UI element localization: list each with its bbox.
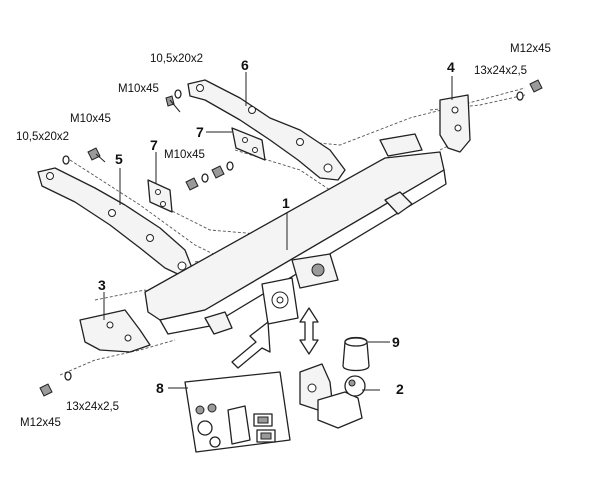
callout-1: 1: [282, 195, 290, 211]
spec-washer-left: 10,5x20x2: [16, 131, 69, 143]
spec-bolt-top: M10x45: [118, 83, 159, 95]
leader-lines: [103, 72, 453, 391]
callout-7b: 7: [196, 124, 204, 140]
washer-top: [174, 89, 182, 99]
side-bracket-3: [79, 309, 151, 353]
ball-cap-9: [342, 336, 370, 372]
mounting-plate-7b: [147, 179, 173, 213]
callout-3: 3: [98, 277, 106, 293]
bolt-m12-bottom: [39, 371, 72, 397]
bolt-m12-right: [516, 79, 543, 101]
tow-ball-2: [299, 363, 366, 429]
callout-5: 5: [115, 151, 123, 167]
electric-kit-8: [184, 371, 291, 453]
spec-washer-right: 13x24x2,5: [474, 65, 527, 77]
callout-2: 2: [396, 381, 404, 397]
spec-bolt-mid: M10x45: [164, 149, 205, 161]
callout-9: 9: [392, 334, 400, 350]
bracket-arm-6: [187, 79, 346, 181]
bolt-m10-left: [87, 147, 106, 163]
callout-8: 8: [156, 380, 164, 396]
spec-washer-top: 10,5x20x2: [150, 53, 203, 65]
side-bracket-4: [439, 94, 471, 153]
bolt-m10-mid: [185, 161, 234, 191]
bolt-m10-top: [165, 95, 181, 113]
pointer-arrow: [231, 321, 271, 369]
callout-6: 6: [241, 57, 249, 73]
spec-bolt-right: M12x45: [510, 43, 551, 55]
vertical-double-arrow: [299, 307, 319, 355]
spec-bolt-left: M10x45: [70, 113, 111, 125]
bracket-arm-5: [37, 167, 193, 277]
tow-bar-crossbeam-1: [144, 133, 447, 335]
mounting-plate-7a: [231, 127, 266, 161]
spec-washer-bottom: 13x24x2,5: [66, 401, 119, 413]
spec-bolt-bottom: M12x45: [20, 417, 61, 429]
callout-4: 4: [447, 59, 455, 75]
washer-left: [62, 155, 70, 165]
electric-socket-plate: [261, 277, 299, 325]
callout-7a: 7: [150, 137, 158, 153]
